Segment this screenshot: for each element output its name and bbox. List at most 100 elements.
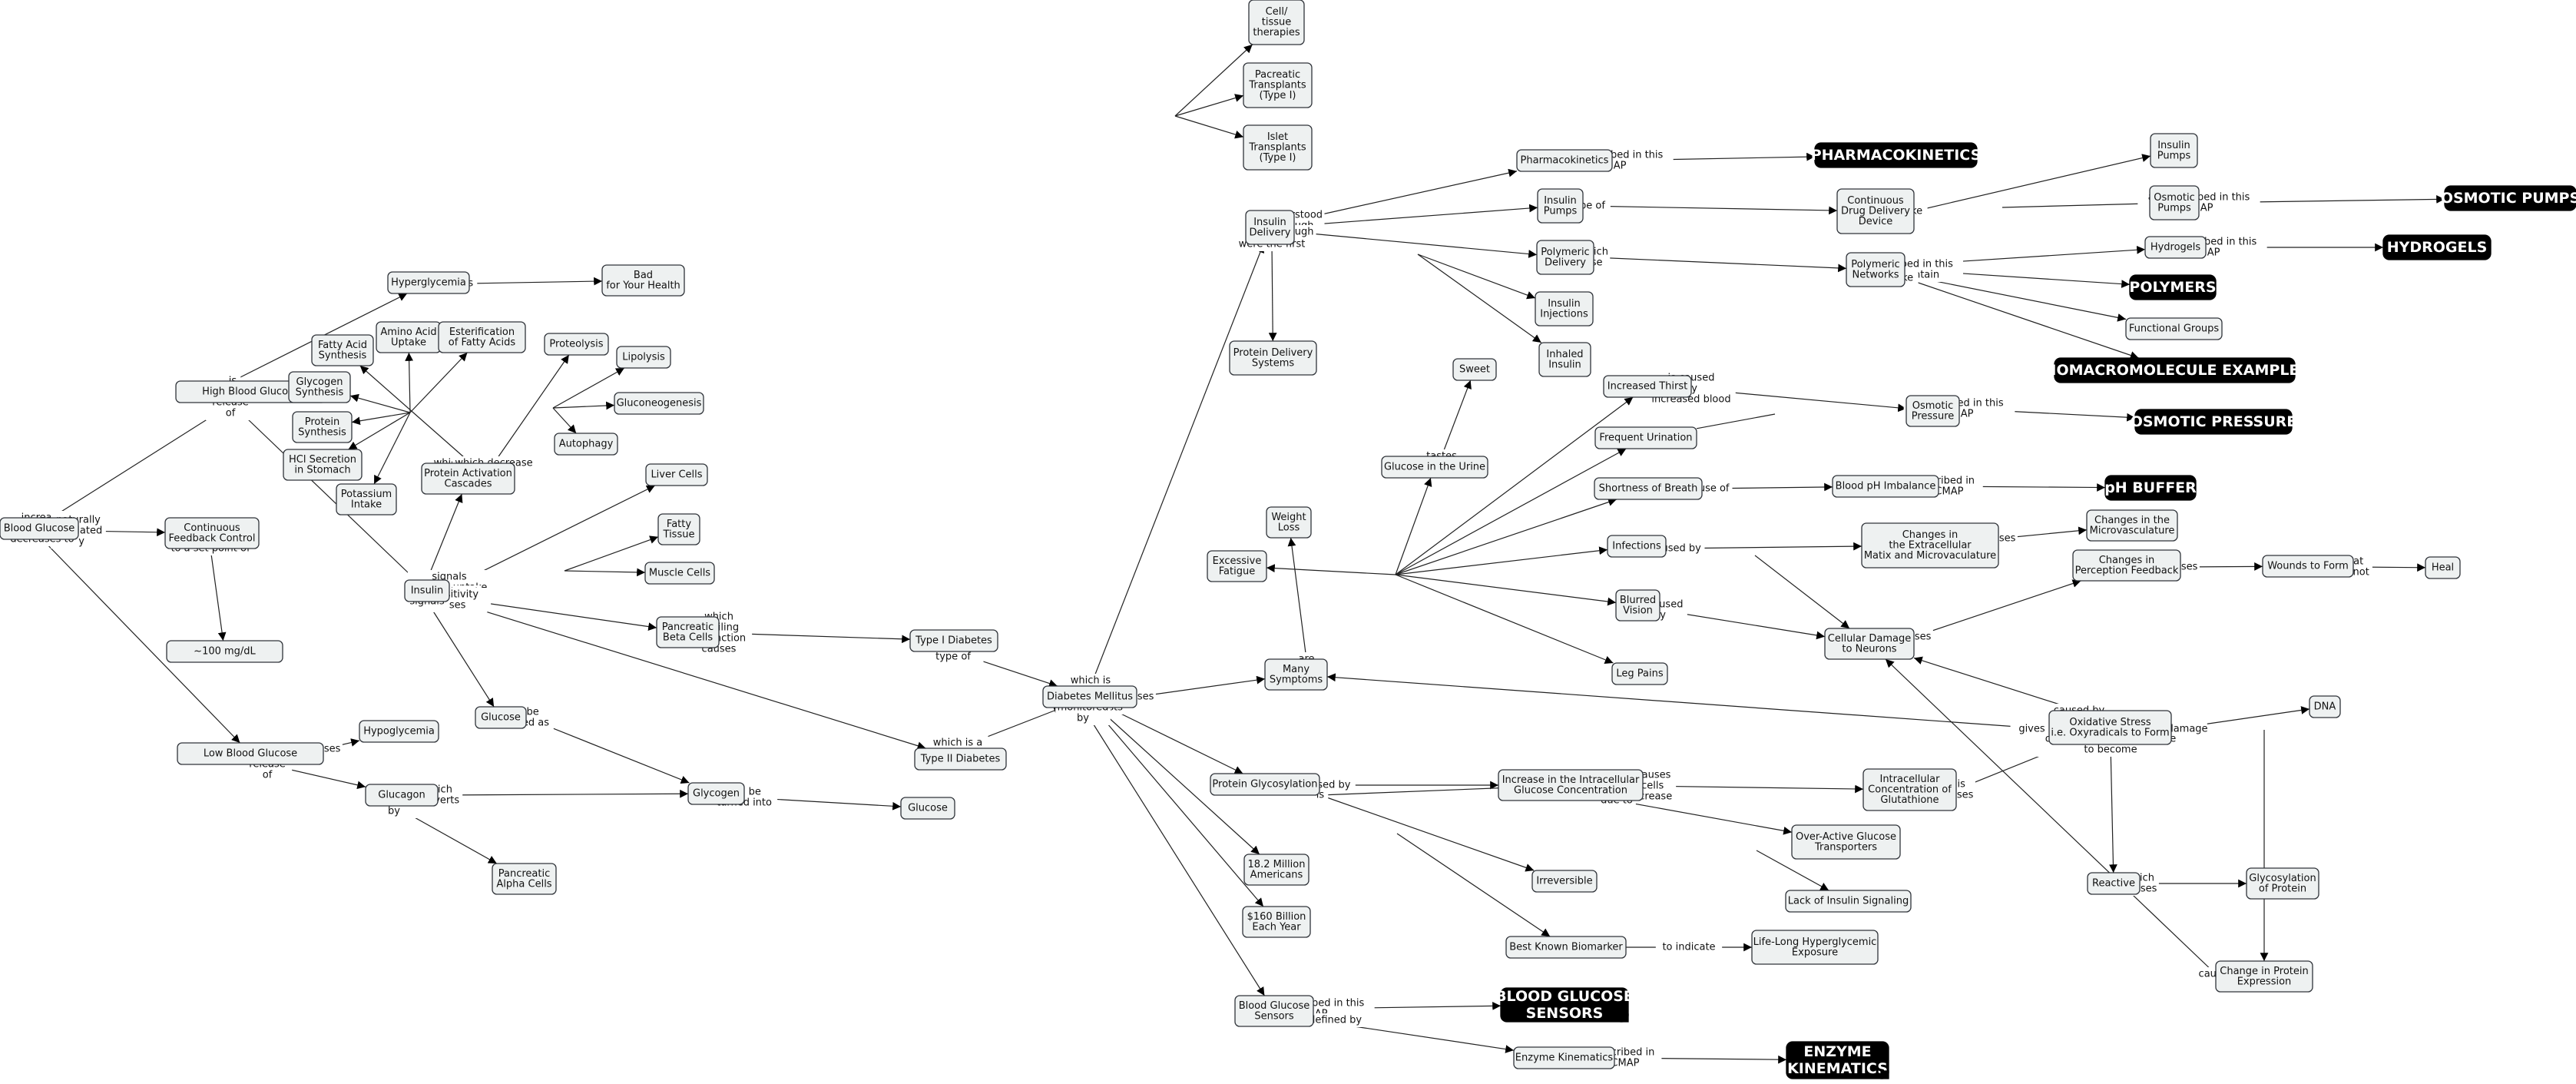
concept-glycogen[interactable]: Glycogen [687, 782, 745, 805]
concept-phbuf[interactable]: pH BUFFER [2104, 475, 2197, 501]
concept-dna[interactable]: DNA [2309, 695, 2341, 718]
connector-line [552, 407, 577, 434]
concept-glucagon[interactable]: Glucagon [365, 784, 439, 807]
concept-muscle[interactable]: Muscle Cells [644, 562, 715, 585]
concept-hydrogels[interactable]: Hydrogels [2144, 236, 2207, 259]
concept-blood-glucose[interactable]: Blood Glucose [0, 517, 79, 540]
concept-pharmacokinetics[interactable]: Pharmacokinetics [1516, 149, 1613, 172]
concept-lipolysis[interactable]: Lipolysis [616, 346, 671, 369]
concept-ph-imb[interactable]: Blood pH Imbalance [1832, 475, 1939, 498]
concept-leg[interactable]: Leg Pains [1611, 662, 1668, 685]
concept-mgdl[interactable]: ~100 mg/dL [166, 640, 283, 663]
concept-label: Synthesis [319, 350, 367, 361]
concept-high-bg[interactable]: High Blood Glucose [175, 380, 326, 403]
concept-liver[interactable]: Liver Cells [645, 463, 708, 486]
concept-glucose-mid[interactable]: Glucose [475, 706, 527, 729]
concept-hyperglycemia[interactable]: Hyperglycemia [387, 271, 470, 294]
concept-reactive[interactable]: Reactive [2087, 872, 2141, 895]
concept-pglyc[interactable]: Protein Glycosylation [1210, 773, 1320, 796]
concept-sweet[interactable]: Sweet [1452, 358, 1497, 381]
concept-t2d[interactable]: Type II Diabetes [914, 748, 1007, 771]
concept-func-groups[interactable]: Functional Groups [2125, 317, 2223, 340]
concept-dm[interactable]: Diabetes Mellitus [1042, 685, 1137, 708]
concept-infections[interactable]: Infections [1607, 535, 1667, 558]
concept-low-bg[interactable]: Low Blood Glucose [177, 742, 324, 765]
external-link-icon[interactable] [1880, 1070, 1889, 1079]
concept-irreversible[interactable]: Irreversible [1531, 870, 1598, 893]
concept-heal[interactable]: Heal [2425, 556, 2461, 579]
concept-pharma[interactable]: PHARMACOKINETICS [1811, 142, 1982, 168]
concept-wounds[interactable]: Wounds to Form [2262, 555, 2354, 578]
concept-lis[interactable]: Lack of Insulin Signaling [1785, 890, 1912, 913]
concept-glucose-end[interactable]: Glucose [900, 797, 955, 820]
concept-hydrogels[interactable]: HYDROGELS [2382, 234, 2492, 260]
concept-osmpumps[interactable]: OSMOTIC PUMPS [2441, 185, 2576, 211]
concept-hypoglycemia[interactable]: Hypoglycemia [359, 720, 439, 743]
concept-ek[interactable]: Enzyme Kinematics [1513, 1046, 1615, 1069]
concept-bkb[interactable]: Best Known Biomarker [1505, 936, 1627, 959]
concept-osmpress[interactable]: OSMOTIC PRESSURE [2131, 409, 2297, 435]
concept-polymers[interactable]: POLYMERS [2129, 274, 2217, 300]
concept-box [1381, 456, 1488, 479]
concept-gluconeo[interactable]: Gluconeogenesis [614, 392, 704, 415]
concept-breath[interactable]: Shortness of Breath [1594, 477, 1703, 500]
concept-urination[interactable]: Frequent Urination [1594, 426, 1697, 449]
external-link-icon[interactable] [1620, 1013, 1629, 1023]
concept-urine[interactable]: Glucose in the Urine [1381, 456, 1488, 479]
concept-insulin[interactable]: Insulin [404, 579, 450, 602]
concept-biomac[interactable]: BIOMACROMOLECULE EXAMPLES [2040, 357, 2309, 383]
concept-box [657, 513, 700, 545]
concept-thirst[interactable]: Increased Thirst [1603, 375, 1692, 398]
concept-autophagy[interactable]: Autophagy [554, 433, 618, 456]
concept-t1d[interactable]: Type I Diabetes [909, 629, 998, 652]
concept-proteolysis[interactable]: Proteolysis [544, 333, 609, 356]
